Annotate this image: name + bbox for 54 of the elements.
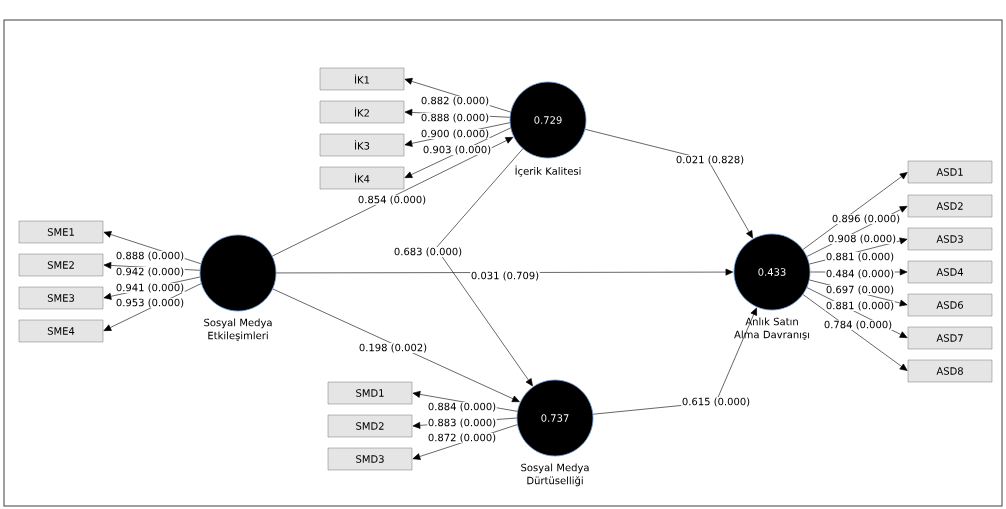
- path-coefficient: 0.021 (0.828): [675, 154, 745, 166]
- path-coefficient: 0.884 (0.000): [427, 401, 497, 413]
- arrow: [584, 129, 753, 239]
- path-coefficient: 0.683 (0.000): [393, 246, 463, 258]
- path-coefficient: 0.888 (0.000): [115, 250, 185, 262]
- arrow: [404, 127, 511, 178]
- path-coefficient: 0.900 (0.000): [420, 128, 490, 140]
- indicator-box: ASD3: [907, 227, 993, 251]
- path-coefficient: 0.883 (0.000): [427, 417, 497, 429]
- path-coefficient: 0.896 (0.000): [831, 213, 901, 225]
- path-coefficient: 0.903 (0.000): [422, 144, 492, 156]
- indicator-box: SME4: [18, 319, 104, 343]
- arrow: [103, 283, 202, 331]
- arrow: [272, 137, 514, 257]
- path-coefficient: 0.941 (0.000): [115, 282, 185, 294]
- indicator-box: ASD6: [907, 293, 993, 317]
- indicator-box: ASD1: [907, 160, 993, 184]
- indicator-box: ASD4: [907, 260, 993, 284]
- path-coefficient: 0.881 (0.000): [825, 251, 895, 263]
- construct-name: Anlık Satın Alma Davranışı: [734, 317, 810, 341]
- arrow: [272, 288, 520, 403]
- arrow: [435, 148, 533, 387]
- indicator-box: İK1: [319, 67, 405, 91]
- indicator-box: SME2: [18, 253, 104, 277]
- path-coefficient: 0.872 (0.000): [427, 432, 497, 444]
- path-coefficient: 0.198 (0.002): [358, 342, 428, 354]
- indicator-box: SMD3: [327, 447, 413, 471]
- indicator-box: ASD7: [907, 326, 993, 350]
- path-coefficient: 0.908 (0.000): [827, 233, 897, 245]
- indicator-box: SME3: [18, 286, 104, 310]
- construct-name: İçerik Kalitesi: [515, 165, 581, 177]
- path-coefficient: 0.882 (0.000): [420, 95, 490, 107]
- indicator-box: İK4: [319, 166, 405, 190]
- construct-name: Sosyal Medya Dürtüselliği: [521, 463, 589, 487]
- path-coefficient: 0.484 (0.000): [825, 268, 895, 280]
- indicator-box: İK3: [319, 133, 405, 157]
- path-coefficient: 0.697 (0.000): [825, 284, 895, 296]
- arrow: [802, 294, 908, 371]
- path-coefficient: 0.854 (0.000): [357, 194, 427, 206]
- indicator-box: İK2: [319, 100, 405, 124]
- path-coefficient: 0.784 (0.000): [823, 319, 893, 331]
- path-coefficient: 0.888 (0.000): [420, 112, 490, 124]
- arrow: [802, 172, 908, 250]
- path-coefficient: 0.615 (0.000): [681, 396, 751, 408]
- path-coefficient: 0.031 (0.709): [470, 270, 540, 282]
- indicator-box: ASD8: [907, 359, 993, 383]
- path-coefficient: 0.953 (0.000): [115, 297, 185, 309]
- indicator-box: SMD1: [327, 381, 413, 405]
- indicator-box: SMD2: [327, 414, 413, 438]
- path-coefficient: 0.881 (0.000): [825, 300, 895, 312]
- path-coefficient: 0.942 (0.000): [115, 266, 185, 278]
- indicator-box: SME1: [18, 220, 104, 244]
- indicator-box: ASD2: [907, 194, 993, 218]
- construct-name: Sosyal Medya Etkileşimleri: [204, 318, 272, 342]
